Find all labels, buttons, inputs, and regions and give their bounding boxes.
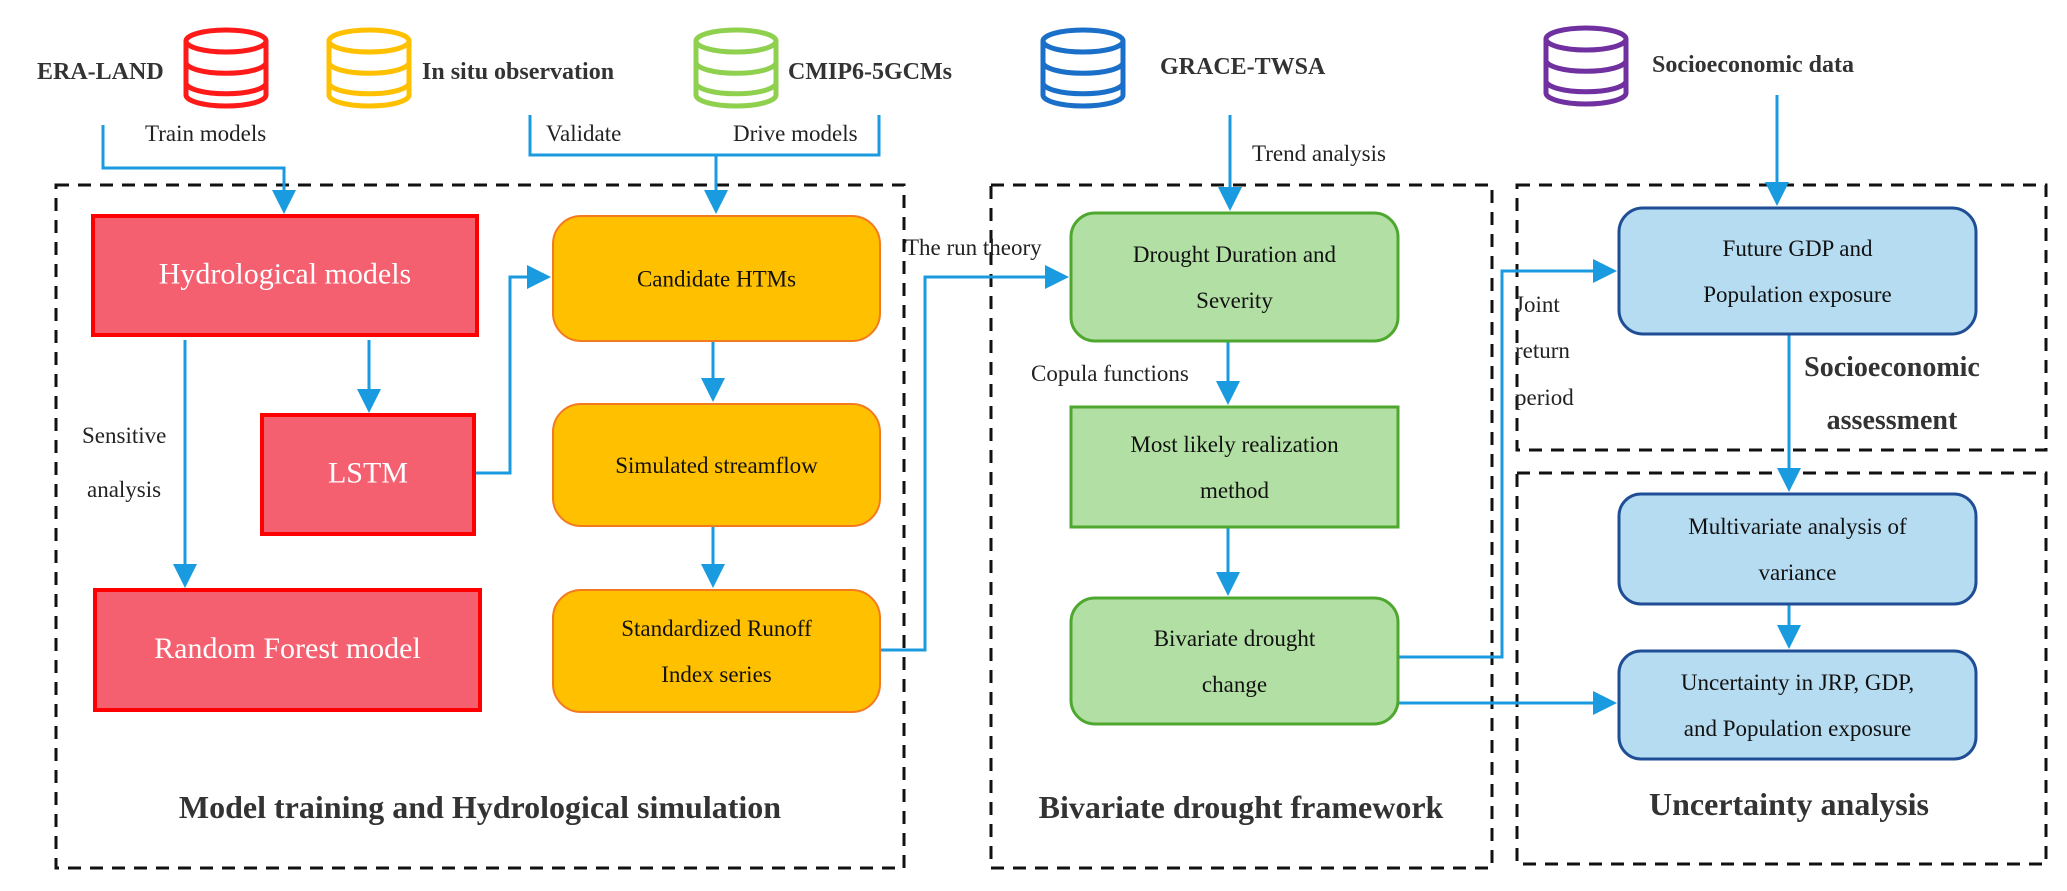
section-title-model-training: Model training and Hydrological simulati…	[179, 789, 781, 825]
box-candidate-htms: Candidate HTMs	[552, 215, 881, 342]
database-icon-grace	[1040, 27, 1126, 109]
box-shape	[1617, 206, 1978, 336]
box-shape	[552, 403, 881, 527]
connector-lstm-to-candidate	[474, 265, 551, 475]
box-shape	[93, 588, 482, 712]
edge-label-validate: Validate	[546, 121, 621, 146]
box-shape	[552, 215, 881, 342]
box-shape	[260, 413, 476, 536]
box-label: Hydrological models	[159, 258, 411, 291]
box-shape	[1069, 596, 1400, 726]
box-bivariate-change: Bivariate drought change	[1069, 596, 1400, 726]
connector-insitu-validate	[528, 115, 716, 157]
edge-label-run-theory: The run theory	[905, 235, 1042, 260]
database-icon-cmip6	[693, 27, 779, 109]
section-frame-model-training	[54, 183, 906, 870]
database-icon-era-land	[183, 27, 269, 109]
edge-label-copula: Copula functions	[1031, 361, 1189, 386]
source-label-grace: GRACE-TWSA	[1160, 54, 1326, 80]
section-title-bivariate: Bivariate drought framework	[1039, 789, 1444, 825]
box-label: LSTM	[328, 457, 408, 490]
box-shape	[1069, 211, 1400, 343]
box-simulated-streamflow: Simulated streamflow	[552, 403, 881, 527]
connector-sri-to-drought	[880, 265, 1069, 652]
box-multivariate: Multivariate analysis of variance	[1617, 492, 1978, 606]
edge-label-drive-models: Drive models	[733, 121, 858, 146]
edge-label-train-models: Train models	[145, 121, 266, 146]
box-label: and Population exposure	[1684, 716, 1911, 741]
box-uncertainty-jrp: Uncertainty in JRP, GDP, and Population e…	[1617, 649, 1978, 761]
box-label: Standardized Runoff	[621, 616, 812, 641]
database-icon-socioeconomic	[1543, 25, 1629, 107]
edge-label-joint: Joint	[1515, 292, 1560, 317]
box-shape	[91, 214, 479, 337]
box-label: Random Forest model	[154, 632, 421, 665]
box-label: variance	[1759, 560, 1837, 585]
edge-label-sensitive: Sensitive	[82, 423, 166, 448]
connector-cmip-drive	[716, 115, 881, 157]
box-label: Uncertainty in JRP, GDP,	[1681, 670, 1914, 695]
box-label: Multivariate analysis of	[1688, 514, 1907, 539]
box-label: Index series	[661, 662, 772, 687]
connector-bivariate-to-gdp	[1398, 259, 1617, 659]
section-frame-bivariate	[989, 183, 1494, 870]
box-shape	[1617, 492, 1978, 606]
section-title-socioeconomic-1: Socioeconomic	[1804, 352, 1980, 383]
box-label: Population exposure	[1703, 282, 1891, 307]
edge-label-period: period	[1515, 385, 1574, 410]
box-random-forest: Random Forest model	[93, 588, 482, 712]
box-label: Bivariate drought	[1154, 626, 1316, 651]
box-label: change	[1202, 672, 1267, 697]
box-label: Most likely realization	[1130, 432, 1339, 457]
box-hydrological-models: Hydrological models	[91, 214, 479, 337]
box-shape	[1069, 405, 1400, 529]
box-label: method	[1200, 478, 1269, 503]
box-label: Future GDP and	[1723, 236, 1873, 261]
box-shape	[1617, 649, 1978, 761]
connector-era-to-hydro	[101, 125, 296, 214]
database-icon-in-situ	[326, 27, 412, 109]
section-title-uncertainty: Uncertainty analysis	[1649, 786, 1929, 822]
box-label: Severity	[1196, 288, 1273, 313]
box-label: Simulated streamflow	[615, 453, 818, 478]
source-label-era-land: ERA-LAND	[37, 59, 164, 85]
source-label-socioeconomic: Socioeconomic data	[1652, 52, 1854, 78]
edge-label-return: return	[1515, 338, 1570, 363]
box-label: Candidate HTMs	[637, 267, 796, 292]
box-shape	[552, 589, 881, 713]
box-lstm: LSTM	[260, 413, 476, 536]
box-label: Drought Duration and	[1133, 242, 1337, 267]
box-most-likely: Most likely realization method	[1069, 405, 1400, 529]
source-label-cmip6: CMIP6-5GCMs	[788, 59, 952, 85]
source-label-in-situ: In situ observation	[422, 59, 614, 85]
edge-label-analysis: analysis	[87, 477, 161, 502]
section-title-socioeconomic-2: assessment	[1827, 405, 1958, 436]
edge-label-trend-analysis: Trend analysis	[1252, 141, 1386, 166]
